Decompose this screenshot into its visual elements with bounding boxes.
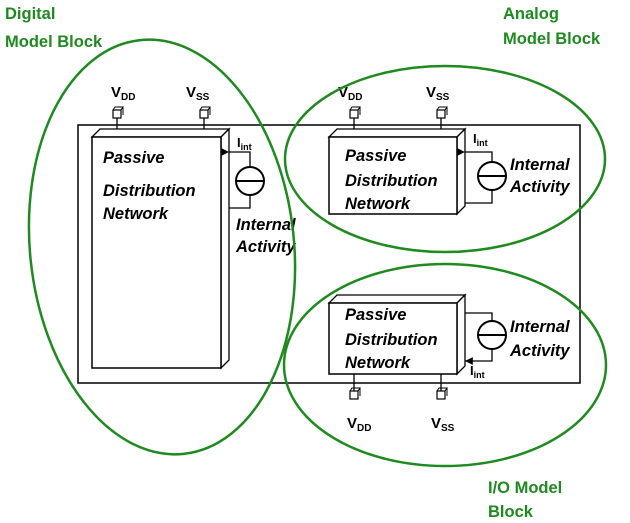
analog-block-boundary [283,64,607,254]
digital-vss-label: VSS [186,84,210,103]
current-source-icon [465,312,507,365]
digital-network-label: Passive Distribution Network [103,149,200,223]
current-source-icon [221,148,265,209]
io-activity-label: Internal Activity [509,318,574,360]
digital-block-title: Digital Model Block [5,5,103,51]
digital-block: Passive Distribution Network VDD VSS Iin… [90,84,300,370]
vdd-pin-icon [349,374,361,400]
analog-block-title: Analog Model Block [503,5,601,48]
io-block-boundary [282,262,608,468]
analog-vss-label: VSS [426,84,450,103]
io-block: Passive Distribution Network VDD VSS Iin… [327,293,574,434]
analog-activity-label: Internal Activity [509,156,574,196]
io-network-label: Passive Distribution Network [345,306,442,372]
vdd-pin-icon [349,106,361,129]
chip-boundary [77,124,581,384]
digital-activity-label: Internal Activity [235,216,300,256]
digital-block-boundary [27,38,297,456]
analog-block: Passive Distribution Network VDD VSS Iin… [327,84,574,216]
analog-iint-label: Iint [473,131,488,148]
vss-pin-icon [436,106,448,129]
io-vss-label: VSS [431,415,455,434]
io-block-title: I/O Model Block [488,479,567,521]
io-vdd-label: VDD [347,415,371,434]
current-source-icon [457,148,507,204]
vss-pin-icon [199,106,211,129]
analog-network-label: Passive Distribution Network [345,147,442,213]
vdd-pin-icon [112,106,124,129]
vss-pin-icon [436,374,448,400]
io-iint-label: Iint [470,363,485,380]
digital-iint-label: Iint [237,135,252,152]
analog-vdd-label: VDD [338,84,362,103]
digital-vdd-label: VDD [111,84,135,103]
